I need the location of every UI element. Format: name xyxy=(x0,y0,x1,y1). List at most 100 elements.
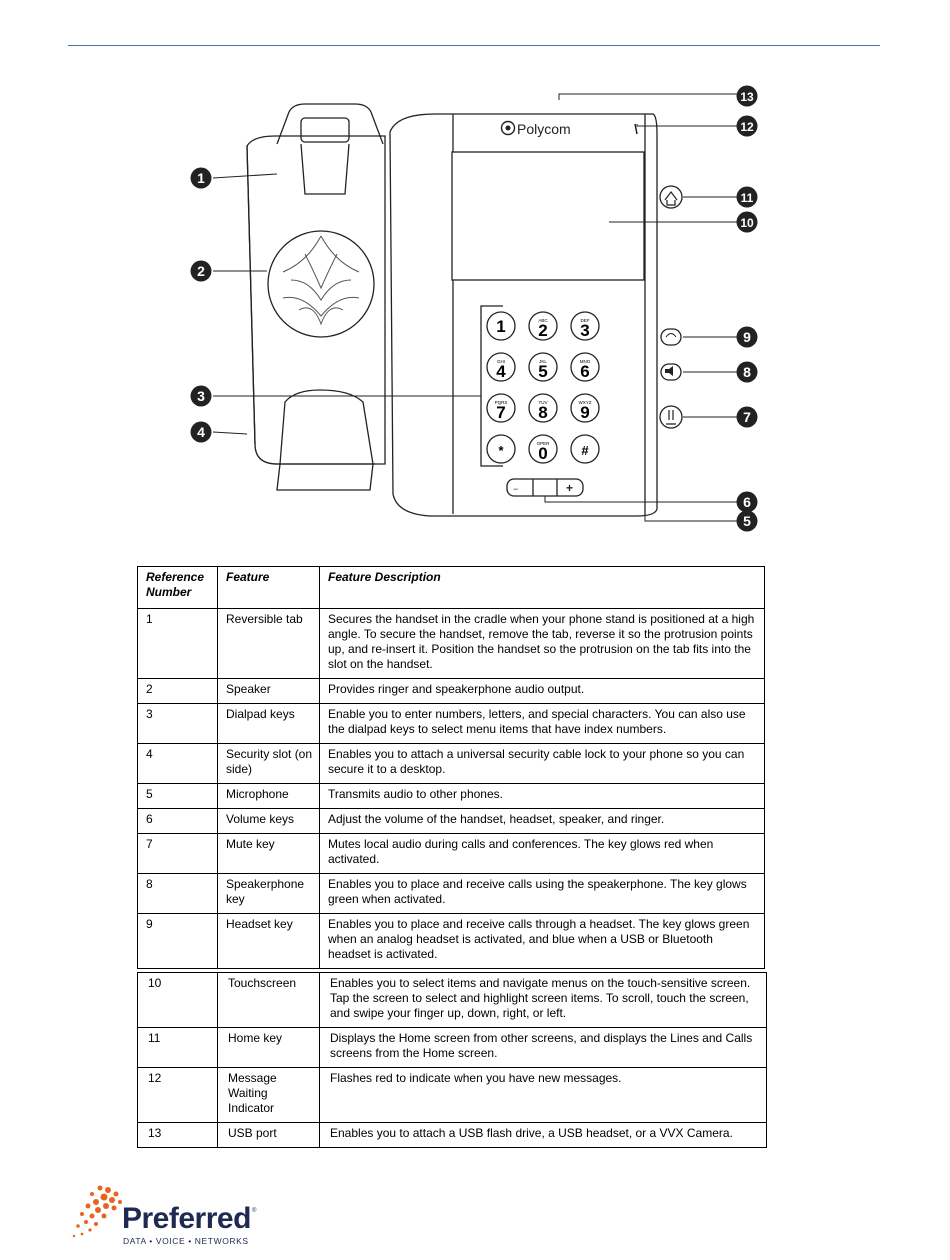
reference-number-cell: 4 xyxy=(137,743,218,784)
logo-dot xyxy=(111,1205,117,1211)
logo-dot xyxy=(80,1232,84,1236)
logo-dot xyxy=(85,1203,91,1209)
volume-plus-label: + xyxy=(566,481,573,495)
feature-cell: Security slot (on side) xyxy=(217,743,320,784)
speaker-pattern xyxy=(282,235,360,326)
description-cell: Enables you to place and receive calls t… xyxy=(319,913,765,969)
logo-mark xyxy=(72,1185,122,1238)
reference-number-cell: 3 xyxy=(137,703,218,744)
home-key xyxy=(659,185,683,209)
logo-dot xyxy=(94,1222,98,1226)
logo-tagline: DATA • VOICE • NETWORKS xyxy=(123,1236,249,1246)
svg-text:8: 8 xyxy=(538,403,547,422)
table-header-row: Reference Number Feature Feature Descrip… xyxy=(137,566,765,609)
logo-dot xyxy=(100,1193,108,1201)
logo-dot xyxy=(109,1197,115,1203)
svg-text:5: 5 xyxy=(743,513,751,529)
svg-text:6: 6 xyxy=(580,362,589,381)
feature-cell: Speakerphone key xyxy=(217,873,320,914)
description-cell: Secures the handset in the cradle when y… xyxy=(319,608,765,679)
logo-dot xyxy=(101,1213,107,1219)
svg-text:11: 11 xyxy=(741,191,754,205)
preferred-logo: Preferred ® DATA • VOICE • NETWORKS xyxy=(70,1180,270,1250)
feature-cell: Mute key xyxy=(217,833,320,874)
callout-lines xyxy=(212,93,737,522)
svg-text:4: 4 xyxy=(496,362,506,381)
svg-text:GHI: GHI xyxy=(497,359,505,364)
dialpad-key-1: 1 xyxy=(486,311,516,341)
description-cell: Mutes local audio during calls and confe… xyxy=(319,833,765,874)
svg-text:2: 2 xyxy=(538,321,547,340)
svg-text:WXYZ: WXYZ xyxy=(579,400,592,405)
feature-cell: Volume keys xyxy=(217,808,320,834)
callout-5: 5 xyxy=(736,510,758,532)
svg-text:1: 1 xyxy=(496,317,505,336)
svg-text:7: 7 xyxy=(496,403,505,422)
description-cell: Flashes red to indicate when you have ne… xyxy=(319,1067,767,1123)
feature-cell: Headset key xyxy=(217,913,320,969)
brand-label: Polycom xyxy=(517,121,571,137)
feature-cell: Home key xyxy=(217,1027,320,1068)
logo-dot xyxy=(105,1187,111,1193)
svg-text:1: 1 xyxy=(197,170,205,186)
feature-cell: Touchscreen xyxy=(217,972,320,1028)
logo-dot xyxy=(97,1185,103,1191)
description-cell: Enables you to place and receive calls u… xyxy=(319,873,765,914)
logo-dot xyxy=(88,1228,92,1232)
reversible-tab xyxy=(276,103,384,145)
feature-cell: USB port xyxy=(217,1122,320,1148)
svg-text:8: 8 xyxy=(743,364,751,380)
logo-dot xyxy=(89,1213,95,1219)
logo-dot xyxy=(95,1207,101,1213)
mute-key xyxy=(659,405,683,429)
svg-text:3: 3 xyxy=(197,388,205,404)
description-cell: Displays the Home screen from other scre… xyxy=(319,1027,767,1068)
svg-text:MNO: MNO xyxy=(580,359,591,364)
feature-cell: Message Waiting Indicator xyxy=(217,1067,320,1123)
logo-dot xyxy=(103,1203,109,1209)
feature-cell: Microphone xyxy=(217,783,320,809)
reference-number-cell: 2 xyxy=(137,678,218,704)
logo-dot xyxy=(84,1220,88,1224)
header-feature-description: Feature Description xyxy=(319,566,765,609)
svg-text:6: 6 xyxy=(743,494,751,510)
logo-dot xyxy=(90,1192,94,1196)
reference-number-cell: 13 xyxy=(137,1122,218,1148)
header-feature: Feature xyxy=(217,566,320,609)
callout-9: 9 xyxy=(736,326,758,348)
svg-text:OPER: OPER xyxy=(537,441,551,446)
callout-11: 11 xyxy=(736,186,758,208)
svg-text:DEF: DEF xyxy=(581,318,590,323)
svg-text:JKL: JKL xyxy=(539,359,547,364)
description-cell: Transmits audio to other phones. xyxy=(319,783,765,809)
reference-number-cell: 10 xyxy=(137,972,218,1028)
svg-text:10: 10 xyxy=(740,216,754,230)
reference-number-cell: 8 xyxy=(137,873,218,914)
handset-cradle xyxy=(246,135,386,465)
svg-text:#: # xyxy=(581,443,589,458)
svg-text:PQRS: PQRS xyxy=(495,400,508,405)
callout-6: 6 xyxy=(736,491,758,513)
description-cell: Enable you to enter numbers, letters, an… xyxy=(319,703,765,744)
svg-text:2: 2 xyxy=(197,263,205,279)
svg-text:12: 12 xyxy=(740,120,754,134)
feature-cell: Reversible tab xyxy=(217,608,320,679)
handset-earpiece xyxy=(276,389,374,491)
description-cell: Adjust the volume of the handset, headse… xyxy=(319,808,765,834)
description-cell: Provides ringer and speakerphone audio o… xyxy=(319,678,765,704)
